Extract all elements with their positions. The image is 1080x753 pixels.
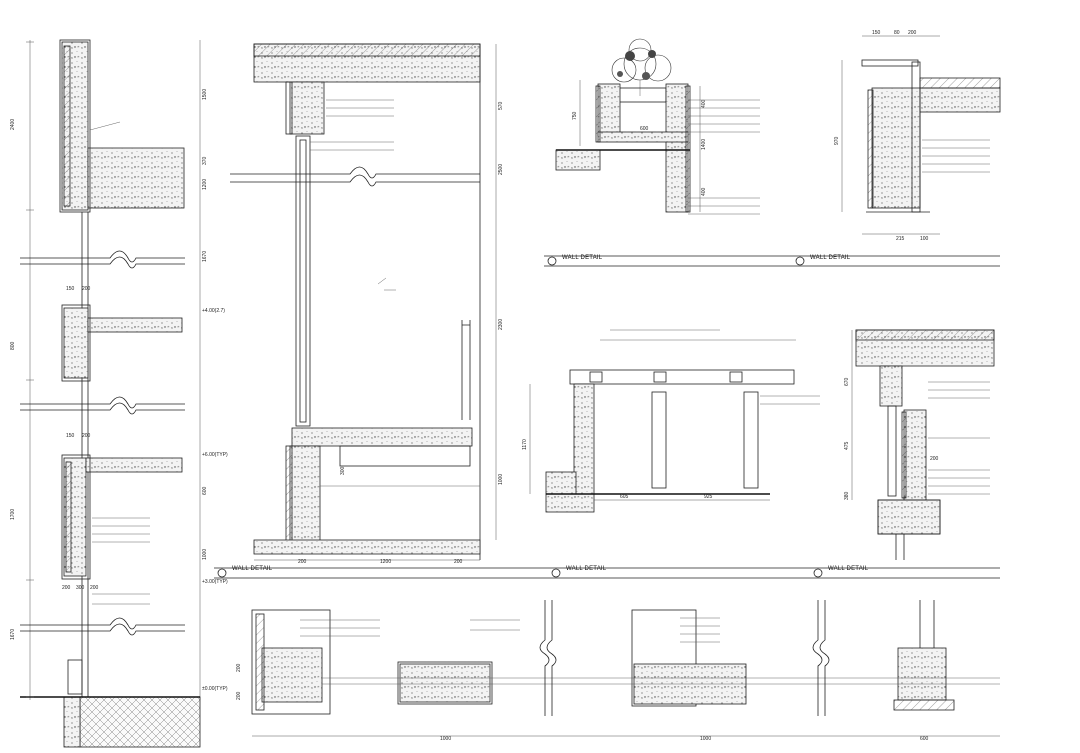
dim-center-8: 300 [340, 466, 346, 475]
dim-tr-2: 80 [894, 30, 900, 36]
dim-left-15: 200 [62, 585, 71, 591]
dim-center-3: 2300 [498, 319, 504, 330]
dim-bottom-5: 200 [236, 691, 242, 700]
planter-detail: 750 600 1400 400 400 [555, 38, 760, 215]
wall-detail-label-5: WALL DETAIL [810, 255, 851, 261]
wall-detail-label-2: WALL DETAIL [566, 566, 607, 572]
wall-detail-title-bar-2: WALL DETAIL WALL DETAIL [544, 255, 1000, 267]
elevation-1: +4.00(2.7) [202, 308, 225, 314]
elevation-3: +3.00(TYP) [202, 579, 228, 585]
left-wall-section: 2400 1500 370 1200 150 200 1670 800 600 … [10, 39, 228, 748]
dim-mr-1: 670 [844, 377, 850, 386]
dim-tr-6: 100 [920, 236, 929, 242]
railing-detail: 1170 605 925 [522, 329, 820, 513]
dim-left-9: 600 [202, 486, 208, 495]
dim-center-5: 1200 [380, 559, 391, 565]
dim-left-13: 1000 [202, 549, 208, 560]
dim-tr-3: 200 [908, 30, 917, 36]
elevation-2: +6.00(TYP) [202, 452, 228, 458]
dim-center-2: 2500 [498, 164, 504, 175]
parapet-detail: 150 80 200 970 215 100 [834, 30, 1001, 242]
dim-bottom-2: 1000 [440, 736, 451, 742]
dim-center-7: 200 [454, 559, 463, 565]
dim-left-7: 1670 [202, 251, 208, 262]
dim-left-11: 200 [82, 433, 91, 439]
wall-detail-label-4: WALL DETAIL [562, 255, 603, 261]
dim-tr-1: 150 [872, 30, 881, 36]
dim-center-4: 1000 [498, 474, 504, 485]
dim-left-14: 1670 [10, 629, 16, 640]
dim-planter-4: 400 [701, 99, 707, 108]
dim-left-16: 300 [76, 585, 85, 591]
dim-left-4: 1200 [202, 179, 208, 190]
dim-tr-5: 215 [896, 236, 905, 242]
dim-left-17: 200 [90, 585, 99, 591]
left-dimensions: 2400 1500 370 1200 150 200 1670 800 600 … [10, 41, 228, 698]
dim-planter-2: 600 [640, 126, 649, 132]
dim-bottom-4: 600 [920, 736, 929, 742]
left-callouts [92, 517, 150, 605]
dim-mid-1: 1170 [522, 439, 528, 450]
dim-planter-1: 750 [572, 111, 578, 120]
dim-left-6: 200 [82, 286, 91, 292]
dim-mr-3: 380 [844, 491, 850, 500]
elevation-4: ±0.00(TYP) [202, 686, 228, 692]
dim-mr-2: 475 [844, 441, 850, 450]
dim-center-6: 200 [298, 559, 307, 565]
dim-bottom-1: 200 [236, 663, 242, 672]
dim-left-12: 1700 [10, 509, 16, 520]
dim-left-8: 800 [10, 341, 16, 350]
dim-planter-5: 400 [701, 187, 707, 196]
plant-illustration [611, 38, 672, 96]
dim-mid-3: 925 [704, 494, 713, 500]
window-sill-detail: 670 475 380 200 [844, 329, 995, 560]
dim-left-5: 150 [66, 286, 75, 292]
dim-left-3: 370 [202, 156, 208, 165]
dim-bottom-3: 1000 [700, 736, 711, 742]
wall-detail-label-1: WALL DETAIL [232, 566, 273, 572]
dim-left-1: 2400 [10, 119, 16, 130]
wall-detail-title-bar-1: WALL DETAIL WALL DETAIL WALL DETAIL [214, 566, 1000, 579]
wall-detail-label-3: WALL DETAIL [828, 566, 869, 572]
dim-mid-2: 605 [620, 494, 629, 500]
center-wall-section: 570 2500 2300 1000 1200 200 200 300 [230, 43, 504, 565]
dim-mr-4: 200 [930, 456, 939, 462]
dim-planter-3: 1400 [701, 139, 707, 150]
dim-left-2: 1500 [202, 89, 208, 100]
dim-tr-4: 970 [834, 136, 840, 145]
dim-left-10: 150 [66, 433, 75, 439]
dim-center-1: 570 [498, 101, 504, 110]
bottom-plan-detail: 200 1000 1000 600 200 [236, 600, 1000, 742]
